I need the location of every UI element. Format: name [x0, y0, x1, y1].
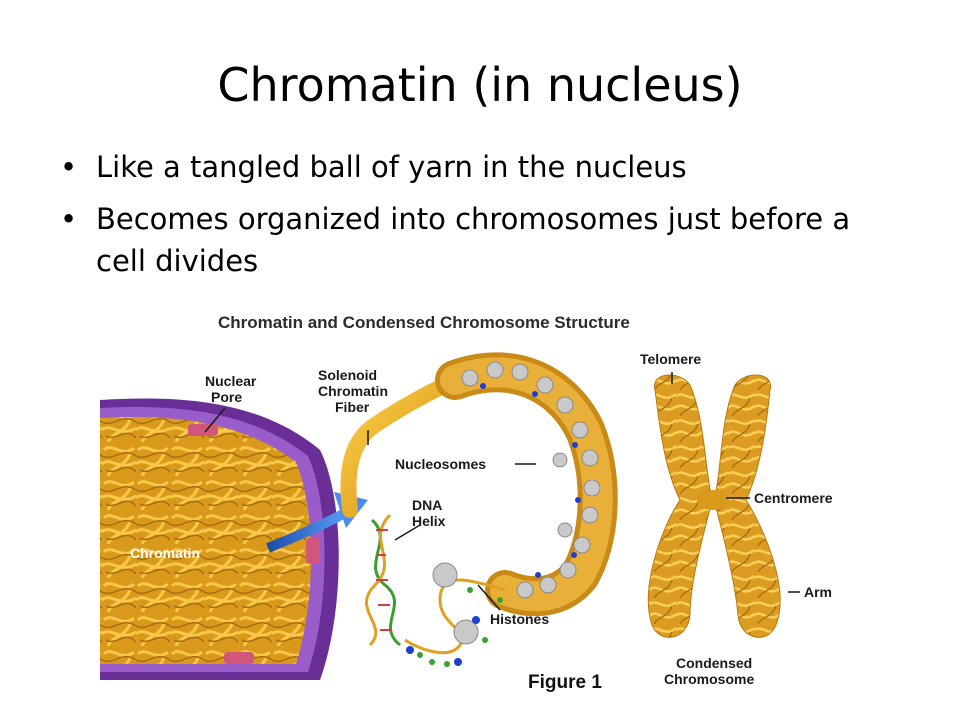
nuclear-pore-icon: [306, 538, 320, 564]
histone-bead: [453, 619, 479, 645]
label-nuclear-pore: Nuclear: [205, 373, 257, 389]
figure-caption: Figure 1: [528, 672, 602, 693]
dna-green-dots: [417, 587, 503, 667]
label-arm: Arm: [804, 584, 832, 600]
label-chromatin: Chromatin: [130, 545, 200, 561]
label-condensed: Chromosome: [664, 671, 754, 687]
bullet-item: • Like a tangled ball of yarn in the nucl…: [60, 146, 880, 188]
label-solenoid: Chromatin: [318, 383, 388, 399]
bullet-text: Becomes organized into chromosomes just …: [96, 202, 851, 278]
dna-blue-dots: [406, 616, 480, 666]
label-nuclear-pore: Pore: [211, 389, 242, 405]
label-solenoid: Fiber: [335, 399, 370, 415]
label-telomere: Telomere: [640, 351, 701, 367]
label-solenoid: Solenoid: [318, 367, 377, 383]
bullet-item: • Becomes organized into chromosomes just…: [60, 198, 880, 282]
solenoid-fiber: [340, 372, 463, 518]
slide-title: Chromatin (in nucleus): [217, 58, 743, 112]
nuclear-pore-icon: [224, 652, 254, 664]
label-dna-helix: DNA: [412, 497, 442, 513]
leader-lines: [204, 372, 800, 611]
linker-dots: [480, 383, 581, 578]
label-histones: Histones: [490, 611, 549, 627]
dna-strand: [404, 578, 506, 655]
histone-bead: [432, 562, 458, 588]
nucleosome-coil: [435, 352, 618, 617]
bullet-text: Like a tangled ball of yarn in the nucle…: [96, 150, 687, 184]
label-condensed: Condensed: [676, 655, 752, 671]
label-dna-helix: Helix: [412, 513, 446, 529]
histone-beads: [461, 361, 601, 599]
bullet-dot-icon: •: [60, 202, 78, 236]
condensed-chromosome: [648, 374, 781, 638]
bullet-list: • Like a tangled ball of yarn in the nucl…: [60, 146, 880, 292]
dna-helix: [365, 513, 401, 647]
nuclear-pore-icon: [188, 424, 218, 436]
figure-title: Chromatin and Condensed Chromosome Struc…: [218, 313, 630, 332]
nucleus: [100, 398, 339, 680]
label-nucleosomes: Nucleosomes: [395, 456, 486, 472]
label-centromere: Centromere: [754, 490, 833, 506]
bullet-dot-icon: •: [60, 150, 78, 184]
